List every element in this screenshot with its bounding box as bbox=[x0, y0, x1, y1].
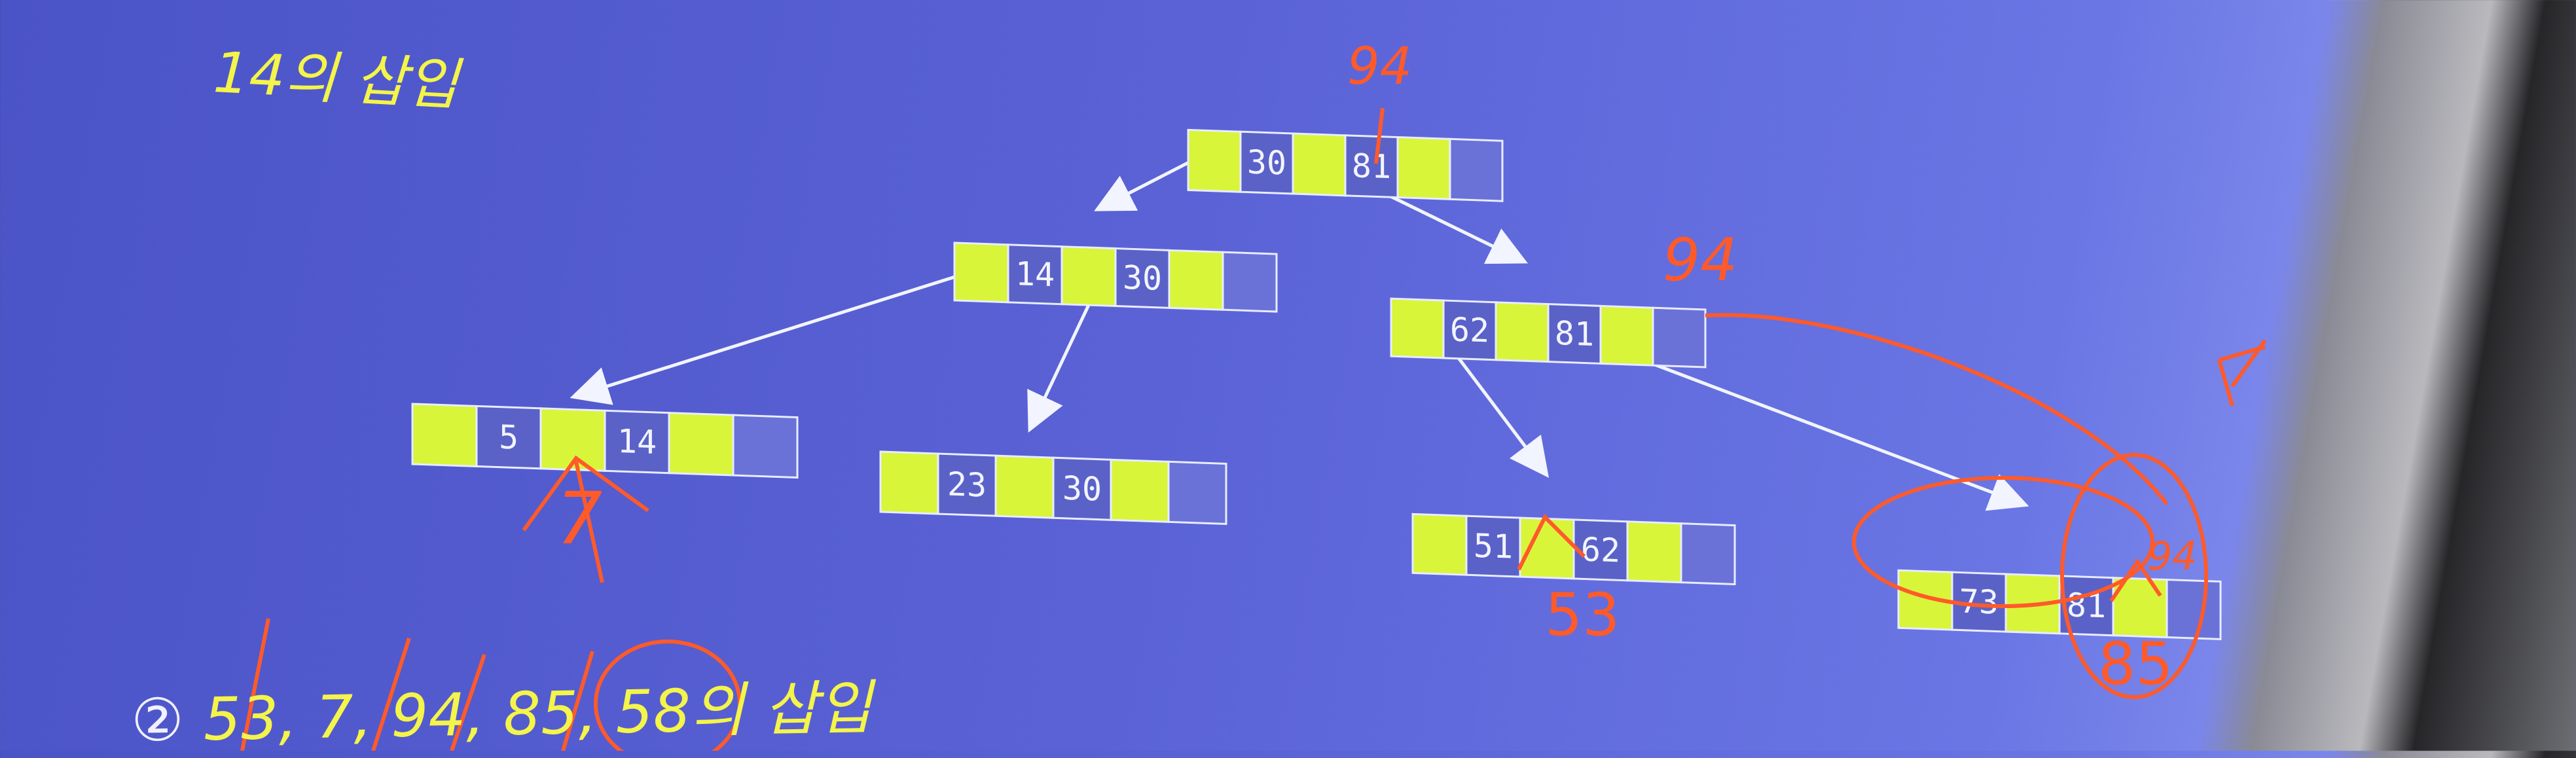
node-key-30: 30 bbox=[1123, 259, 1162, 298]
pointer-slot bbox=[1061, 245, 1117, 308]
annotation-leaf4-94: 94 bbox=[2147, 533, 2197, 579]
node-key-23: 23 bbox=[947, 465, 987, 505]
node-key-14: 14 bbox=[617, 422, 657, 461]
annotation-caret-leaf1 bbox=[522, 455, 649, 532]
annotation-leaf3-53: 53 bbox=[1545, 581, 1620, 649]
node-key-51: 51 bbox=[1474, 527, 1513, 566]
leaf-node-3: 51 62 bbox=[1411, 513, 1736, 586]
pointer-slot bbox=[1495, 301, 1550, 363]
internal-node-left: 14 30 bbox=[953, 242, 1278, 313]
strike-53 bbox=[240, 618, 270, 751]
annotation-right-node-94: 94 bbox=[1663, 226, 1738, 295]
node-key-62: 62 bbox=[1581, 530, 1620, 569]
insert-sequence-text: 53, 7, 94, 85, 58의 삽입 bbox=[202, 674, 873, 754]
node-key-62: 62 bbox=[1450, 310, 1489, 350]
pointer-slot bbox=[1411, 513, 1468, 576]
strike-94 bbox=[450, 654, 486, 751]
internal-node-right: 62 81 bbox=[1390, 297, 1707, 369]
pointer-slot bbox=[1396, 136, 1451, 200]
circle-leaf4-extra bbox=[2060, 453, 2208, 699]
annotation-caret-leaf3 bbox=[1517, 513, 1586, 571]
handwritten-annotations: 94 94 94 85 53 7 bbox=[240, 37, 2267, 751]
pointer-slot bbox=[879, 450, 939, 515]
node-key-30: 30 bbox=[1247, 143, 1286, 183]
root-node: 30 81 bbox=[1187, 128, 1504, 202]
step-marker: ② bbox=[130, 685, 185, 755]
circle-58 bbox=[594, 640, 742, 751]
pointer-slot bbox=[1626, 520, 1682, 584]
pointer-slot bbox=[1390, 297, 1445, 359]
node-key-81: 81 bbox=[1352, 147, 1391, 186]
pointer-slot bbox=[994, 454, 1055, 519]
edge-left-leaf1 bbox=[570, 266, 983, 405]
strike-7 bbox=[371, 638, 411, 751]
annotation-root-94: 94 bbox=[1347, 37, 1412, 96]
pointer-slot bbox=[1599, 304, 1654, 367]
empty-key-cell bbox=[1167, 460, 1227, 525]
annotation-stem-leaf1 bbox=[574, 461, 604, 583]
pointer-slot bbox=[1110, 458, 1170, 523]
pointer-slot bbox=[953, 242, 1009, 304]
pointer-slot bbox=[668, 412, 735, 477]
annotation-caret-leaf4 bbox=[2109, 558, 2162, 602]
leaf-node-2: 23 30 bbox=[879, 450, 1227, 525]
empty-key-cell bbox=[1222, 251, 1278, 313]
node-key-73: 73 bbox=[1959, 583, 1999, 622]
node-key-14: 14 bbox=[1015, 255, 1055, 294]
node-key-5: 5 bbox=[499, 418, 518, 457]
empty-key-cell bbox=[1652, 306, 1707, 369]
empty-key-cell bbox=[1680, 522, 1736, 586]
node-key-30: 30 bbox=[1062, 469, 1102, 509]
empty-key-cell bbox=[1449, 137, 1504, 202]
annotation-check-2 bbox=[2217, 359, 2234, 406]
empty-key-cell bbox=[732, 414, 799, 479]
empty-key-cell bbox=[2166, 579, 2222, 641]
strike-85 bbox=[561, 651, 594, 751]
pointer-slot bbox=[1292, 132, 1347, 197]
pointer-slot bbox=[1187, 128, 1242, 193]
pointer-slot bbox=[1168, 249, 1224, 311]
annotation-leaf4-85: 85 bbox=[2098, 630, 2173, 698]
node-key-81: 81 bbox=[1555, 314, 1594, 353]
leaf-node-1: 5 14 bbox=[411, 403, 799, 479]
circle-leaf4 bbox=[1852, 476, 2154, 608]
annotation-check-3 bbox=[2230, 339, 2267, 388]
strike-root-81 bbox=[1374, 107, 1385, 164]
pointer-slot bbox=[411, 403, 478, 467]
